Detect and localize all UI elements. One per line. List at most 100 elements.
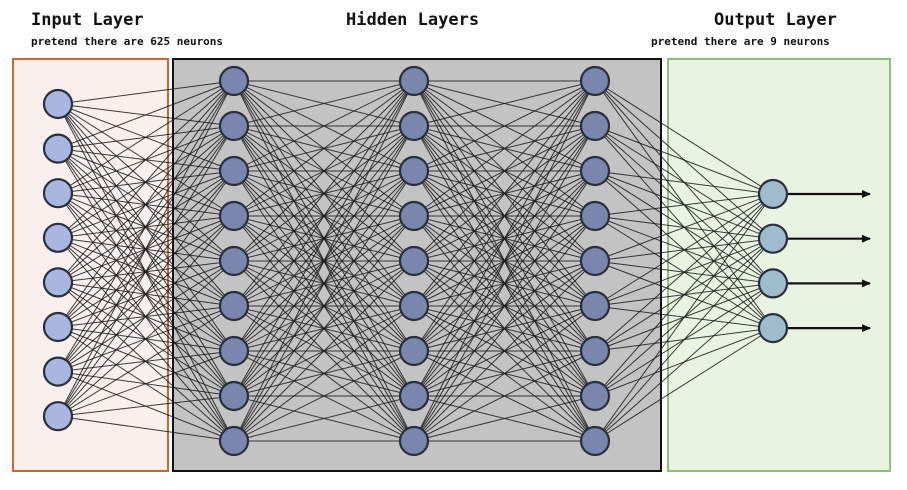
input-neuron [42, 222, 74, 253]
connection-line [57, 80, 235, 328]
connection-line [594, 125, 774, 195]
hidden-neuron-layer-2 [398, 335, 430, 367]
output-arrows [787, 190, 871, 333]
hidden-neuron-layer-2 [398, 110, 430, 142]
connection-line [594, 283, 774, 442]
output-neuron [757, 313, 789, 344]
hidden-neuron-layer-2 [398, 245, 430, 277]
hidden-neuron-layer-2 [398, 425, 430, 457]
input-layer-subtitle: pretend there are 625 neurons [31, 35, 224, 48]
connection-line [413, 80, 596, 397]
connection-line [57, 215, 235, 417]
connection-line [413, 80, 596, 172]
connection-line [594, 193, 774, 307]
output-neuron [757, 223, 789, 254]
hidden-neuron-layer-1 [218, 200, 250, 232]
connection-line [233, 80, 415, 307]
connection-line [594, 193, 774, 397]
input-neuron [42, 178, 74, 209]
connection-line [233, 215, 415, 442]
connection-line [233, 125, 415, 442]
hidden-neuron-layer-3 [579, 335, 611, 367]
connection-line [413, 80, 596, 262]
connection-line [594, 193, 774, 262]
hidden-neuron-layer-3 [579, 200, 611, 232]
connection-line [594, 193, 774, 352]
connection-line [594, 238, 774, 442]
connection-line [413, 305, 596, 442]
hidden-neuron-layer-3 [579, 65, 611, 97]
connection-line [594, 193, 774, 442]
connection-line [413, 215, 596, 442]
connection-line [57, 395, 235, 417]
connection-line [233, 80, 415, 262]
hidden-neuron-layer-3 [579, 245, 611, 277]
connection-line [233, 80, 415, 172]
connection-line [233, 170, 415, 442]
hidden-neuron-layer-1 [218, 155, 250, 187]
connection-line [233, 80, 415, 352]
neurons [42, 65, 789, 457]
connection-line [57, 80, 235, 105]
connection-line [413, 350, 596, 442]
hidden-neuron-layer-2 [398, 65, 430, 97]
hidden-neuron-layer-3 [579, 290, 611, 322]
hidden-neuron-layer-2 [398, 200, 430, 232]
connection-line [57, 260, 235, 417]
input-layer-title: Input Layer [31, 10, 144, 30]
connection-line [233, 395, 415, 442]
connection-line [233, 350, 415, 442]
connection-line [233, 80, 415, 442]
hidden-neuron-layer-1 [218, 290, 250, 322]
input-layer-panel [12, 58, 169, 472]
connections [57, 80, 774, 442]
hidden-neuron-layer-3 [579, 425, 611, 457]
connection-line [57, 80, 235, 239]
connection-line [413, 80, 596, 127]
connection-line [413, 80, 596, 307]
hidden-neuron-layer-1 [218, 380, 250, 412]
connection-line [57, 80, 235, 150]
hidden-neuron-layer-3 [579, 110, 611, 142]
input-neuron [42, 311, 74, 343]
hidden-neuron-layer-1 [218, 110, 250, 142]
connection-line [594, 170, 774, 195]
connection-line [594, 327, 774, 442]
hidden-layers-title: Hidden Layers [346, 10, 480, 30]
connection-line [233, 80, 415, 217]
connection-line [413, 80, 596, 352]
connection-line [233, 80, 415, 397]
connection-line [57, 415, 235, 442]
input-neuron [42, 356, 74, 387]
output-neuron [757, 178, 789, 210]
connection-line [413, 260, 596, 442]
connection-line [57, 125, 235, 417]
output-layer-title: Output Layer [714, 10, 837, 30]
connection-line [57, 80, 235, 372]
connection-line [413, 125, 596, 442]
output-neuron [757, 268, 789, 299]
connection-line [57, 305, 235, 417]
hidden-neuron-layer-3 [579, 380, 611, 412]
hidden-neuron-layer-1 [218, 245, 250, 277]
connection-line [233, 260, 415, 442]
connection-line [233, 305, 415, 442]
output-layer-panel [667, 58, 891, 472]
connection-line [57, 80, 235, 417]
input-neuron [42, 88, 74, 120]
connection-line [57, 80, 235, 194]
connection-line [594, 80, 774, 195]
connection-line [413, 80, 596, 442]
connection-line [413, 80, 596, 217]
input-neuron [42, 267, 74, 298]
hidden-neuron-layer-3 [579, 155, 611, 187]
hidden-neuron-layer-2 [398, 290, 430, 322]
hidden-neuron-layer-1 [218, 425, 250, 457]
hidden-neuron-layer-2 [398, 155, 430, 187]
connection-line [233, 80, 415, 127]
connection-line [413, 170, 596, 442]
input-neuron [42, 133, 74, 164]
hidden-neuron-layer-1 [218, 65, 250, 97]
input-neuron [42, 401, 74, 432]
